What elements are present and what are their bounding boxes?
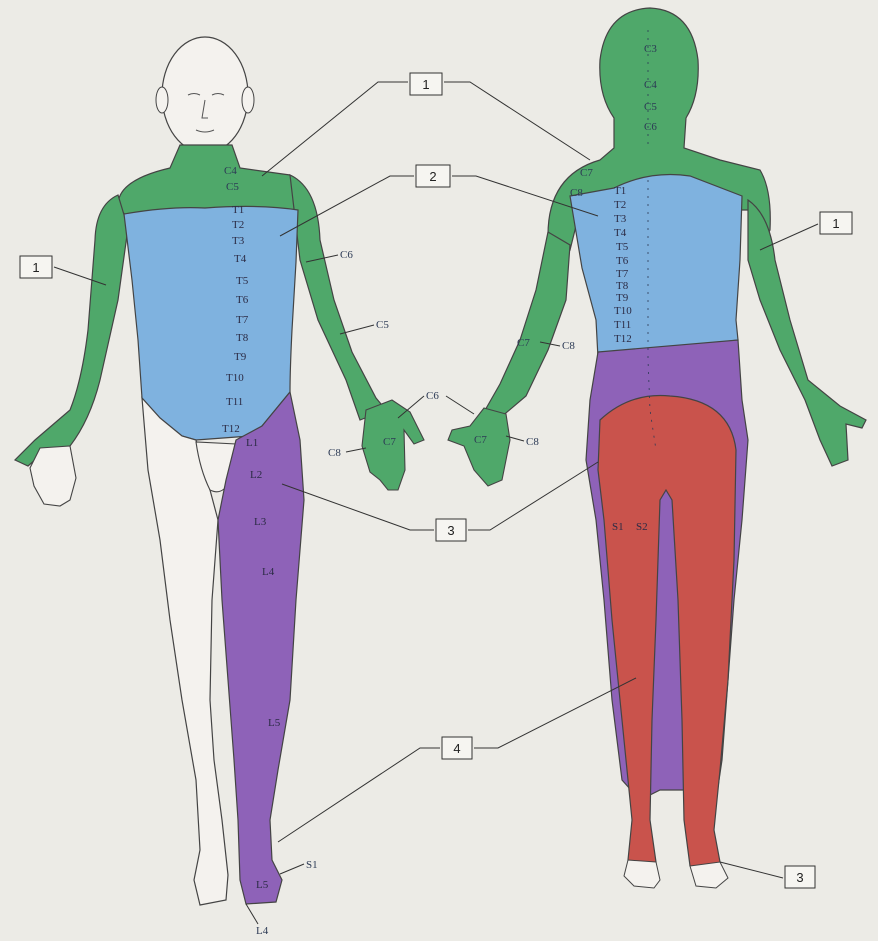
back-trunk-label: T6 <box>616 255 629 267</box>
front-foot-label: L4 <box>256 925 269 937</box>
front-leg-label: L2 <box>250 469 262 481</box>
back-trunk-label: T5 <box>616 241 629 253</box>
back-trunk-label: T4 <box>614 227 627 239</box>
back-shoulder-label: C7 <box>580 167 593 179</box>
back-trunk-label: T3 <box>614 213 627 225</box>
back-hand-label: C8 <box>526 436 539 448</box>
back-trunk-label: T8 <box>616 280 629 292</box>
callout-box-1-top: 1 <box>410 73 442 95</box>
callout-2-label: 2 <box>429 169 436 184</box>
back-sacral-label: S2 <box>636 521 648 533</box>
front-figure <box>15 37 424 905</box>
front-neck-label: C5 <box>226 181 239 193</box>
front-neck-label: C4 <box>224 165 237 177</box>
front-head <box>162 37 248 153</box>
front-zone-green-arm-right <box>290 175 386 420</box>
front-hand-label: C8 <box>328 447 341 459</box>
front-trunk-label: T9 <box>234 351 247 363</box>
back-shoulder-label: C8 <box>570 187 583 199</box>
back-trunk-label: T10 <box>614 305 632 317</box>
front-trunk-label: T4 <box>234 253 247 265</box>
back-zone-blue-trunk <box>570 175 742 359</box>
callout-1-top-label: 1 <box>422 77 429 92</box>
leader-3-bottom <box>720 862 783 878</box>
back-hand-left <box>448 408 510 486</box>
front-trunk-label: T2 <box>232 219 244 231</box>
front-hand-label: C6 <box>426 390 439 402</box>
callout-box-3-mid: 3 <box>436 519 466 541</box>
back-arm-label: C8 <box>562 340 575 352</box>
front-trunk-label: T1 <box>232 204 244 216</box>
back-neck-label: C6 <box>644 121 657 133</box>
front-ear-right <box>242 87 254 113</box>
back-hand-label: C7 <box>474 434 487 446</box>
front-leg-label: L5 <box>268 717 281 729</box>
back-neck-label: C5 <box>644 101 657 113</box>
callout-4-label: 4 <box>453 741 460 756</box>
callout-3-mid-label: 3 <box>447 523 454 538</box>
front-hand-left <box>30 446 76 506</box>
back-trunk-label: T7 <box>616 268 629 280</box>
callout-box-4: 4 <box>442 737 472 759</box>
back-foot-left <box>624 860 660 888</box>
callout-3-bottom-label: 3 <box>796 870 803 885</box>
callout-box-2: 2 <box>416 165 450 187</box>
front-trunk-label: T12 <box>222 423 240 435</box>
back-figure <box>448 8 866 888</box>
callout-box-3-bottom: 3 <box>785 866 815 888</box>
front-trunk-label: T7 <box>236 314 249 326</box>
back-trunk-label: T12 <box>614 333 632 345</box>
front-trunk-label: T8 <box>236 332 249 344</box>
front-hand-label: C7 <box>383 436 396 448</box>
back-trunk-label: T11 <box>614 319 631 331</box>
front-trunk-label: T10 <box>226 372 244 384</box>
back-trunk-label: T9 <box>616 292 629 304</box>
back-arm-label: C7 <box>517 337 530 349</box>
leader-1-back <box>444 82 590 160</box>
front-trunk-label: T6 <box>236 294 249 306</box>
front-arm-label: C5 <box>376 319 389 331</box>
leader-1-front <box>262 82 408 176</box>
leader-3-front <box>282 484 434 530</box>
back-foot-right <box>690 862 728 888</box>
front-leg-label: L3 <box>254 516 267 528</box>
front-arm-label: C6 <box>340 249 353 261</box>
front-foot-label: L5 <box>256 879 269 891</box>
front-trunk-label: T3 <box>232 235 245 247</box>
back-sacral-label: S1 <box>612 521 624 533</box>
front-ear-left <box>156 87 168 113</box>
front-zone-blue-trunk <box>124 206 298 440</box>
callout-1-left-label: 1 <box>32 260 39 275</box>
front-trunk-label: T11 <box>226 396 243 408</box>
callout-1-right-label: 1 <box>832 216 839 231</box>
leader-4-front <box>278 748 440 842</box>
back-trunk-label: T2 <box>614 199 626 211</box>
back-neck-label: C4 <box>644 79 657 91</box>
callout-box-1-right: 1 <box>820 212 852 234</box>
front-leg-label: L1 <box>246 437 258 449</box>
front-leg-label: L4 <box>262 566 275 578</box>
back-zone-green-arm-left <box>484 232 570 418</box>
callout-box-1-left: 1 <box>20 256 52 278</box>
front-foot-label: S1 <box>306 859 318 871</box>
back-trunk-label: T1 <box>614 185 626 197</box>
front-trunk-label: T5 <box>236 275 249 287</box>
back-zone-green-arm-right <box>748 200 866 466</box>
front-zone-green-arm-left <box>15 195 128 466</box>
back-neck-label: C3 <box>644 43 657 55</box>
